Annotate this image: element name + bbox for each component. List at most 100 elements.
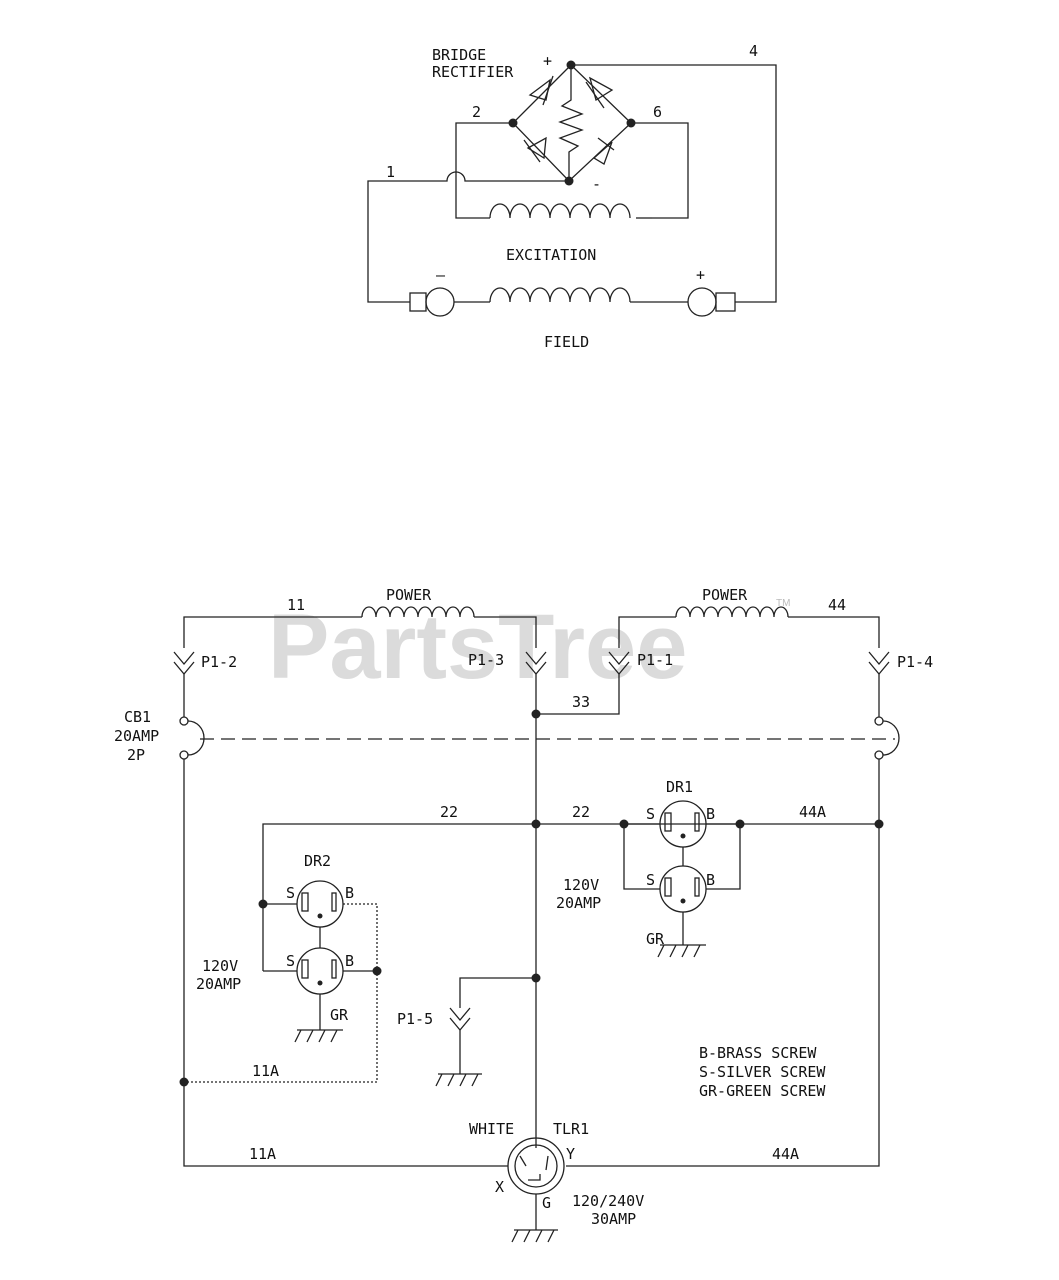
label-dr1-s-bottom: S [646, 871, 655, 889]
field-slipring-left [425, 287, 455, 317]
label-dr2-amps: 20AMP [196, 975, 241, 993]
label-dr2-b-top: B [345, 884, 354, 902]
label-cb1: CB1 [124, 708, 151, 726]
wire-2 [455, 122, 513, 219]
wire-power-right-start [618, 616, 676, 648]
wire-11 [183, 616, 362, 648]
wire-33 [536, 674, 620, 715]
power-coil-left [361, 606, 475, 618]
power-coil-right [675, 606, 789, 618]
label-p1-3: P1-3 [468, 651, 504, 669]
wire-4 [571, 64, 777, 303]
connector-p1-4 [868, 651, 890, 676]
field-coil [489, 287, 631, 303]
label-dr1: DR1 [666, 778, 693, 796]
breaker-cb1-right-arc [882, 720, 900, 756]
breaker-terminal [874, 750, 884, 760]
node [531, 709, 541, 719]
wire-22 [262, 823, 879, 971]
wire-label-44a-bottom: 44A [772, 1145, 799, 1163]
ground-symbol [435, 1073, 482, 1087]
wire-label-11a-mid: 11A [252, 1062, 279, 1080]
wire-11a-bottom [183, 759, 508, 1167]
node [372, 966, 382, 976]
rectifier-circuit: BRIDGE RECTIFIER + - 1 2 4 6 EXCITATION … [367, 42, 777, 351]
connector-p1-2 [173, 651, 195, 676]
rectifier-plus: + [543, 52, 552, 70]
field-label: FIELD [544, 333, 589, 351]
label-dr1-s-top: S [646, 805, 655, 823]
label-x: X [495, 1178, 504, 1196]
field-slipring-right [687, 287, 717, 317]
power-circuit: POWER POWER 000000 000000 11 44 33 22 22… [114, 586, 933, 1243]
wire-label-2: 2 [472, 103, 481, 121]
label-p1-4: P1-4 [897, 653, 933, 671]
rectifier-resistor [558, 65, 584, 181]
wire-label-33: 33 [572, 693, 590, 711]
wire-label-11: 11 [287, 596, 305, 614]
excitation-coil [489, 203, 631, 219]
legend-green: GR-GREEN SCREW [699, 1082, 826, 1100]
label-dr2-b-bottom: B [345, 952, 354, 970]
label-y: Y [566, 1145, 575, 1163]
rectifier-label-line1: BRIDGE [432, 46, 486, 64]
power-right-label: POWER [702, 586, 748, 604]
field-brush-left [409, 292, 427, 312]
connector-p1-5 [449, 1007, 471, 1032]
node [179, 1077, 189, 1087]
rectifier-minus: - [592, 175, 601, 193]
wire-label-1: 1 [386, 163, 395, 181]
label-p1-2: P1-2 [201, 653, 237, 671]
label-dr2-s-bottom: S [286, 952, 295, 970]
ground-symbol [657, 944, 706, 958]
label-dr2: DR2 [304, 852, 331, 870]
rectifier-label-line2: RECTIFIER [432, 63, 514, 81]
node [531, 973, 541, 983]
label-dr1-gr: GR [646, 930, 665, 948]
wire-label-4: 4 [749, 42, 758, 60]
node [735, 819, 745, 829]
label-dr1-b-bottom: B [706, 871, 715, 889]
label-g: G [542, 1194, 551, 1212]
wire-label-6: 6 [653, 103, 662, 121]
breaker-cb1-left-arc [187, 720, 205, 756]
label-cb1-rating: 20AMP [114, 727, 159, 745]
breaker-terminal [874, 716, 884, 726]
label-tlr1-voltage: 120/240V [572, 1192, 644, 1210]
label-tlr1: TLR1 [553, 1120, 589, 1138]
wire-p1-5 [459, 977, 536, 1008]
label-dr2-gr: GR [330, 1006, 349, 1024]
breaker-terminal [179, 716, 189, 726]
legend-silver: S-SILVER SCREW [699, 1063, 826, 1081]
wire-6 [631, 122, 689, 219]
ground-symbol [511, 1229, 558, 1243]
field-minus: – [436, 266, 446, 284]
node [258, 899, 268, 909]
node [874, 819, 884, 829]
label-cb1-poles: 2P [127, 746, 145, 764]
wire-44 [788, 616, 880, 648]
node [619, 819, 629, 829]
breaker-terminal [179, 750, 189, 760]
wire-1 [367, 171, 569, 303]
label-tlr1-amps: 30AMP [591, 1210, 636, 1228]
label-dr2-s-top: S [286, 884, 295, 902]
wire-11a-mid [184, 903, 378, 1083]
label-dr1-b-top: B [706, 805, 715, 823]
ground-symbol [294, 1029, 343, 1043]
label-dr2-voltage: 120V [202, 957, 238, 975]
receptacle-dr1 [623, 800, 741, 958]
wire-label-44a-top: 44A [799, 803, 826, 821]
field-brush-right [715, 292, 736, 312]
rectifier-diode [523, 75, 615, 165]
receptacle-tlr1 [507, 1137, 565, 1243]
wire-44a-bottom [566, 759, 880, 1167]
wire-label-22-right: 22 [572, 803, 590, 821]
label-p1-1: P1-1 [637, 651, 673, 669]
power-left-label: POWER [386, 586, 432, 604]
node [531, 819, 541, 829]
wire-label-22-left: 22 [440, 803, 458, 821]
watermark-tm: TM [776, 598, 790, 609]
wire-label-11a-bottom: 11A [249, 1145, 276, 1163]
field-plus: + [696, 266, 705, 284]
